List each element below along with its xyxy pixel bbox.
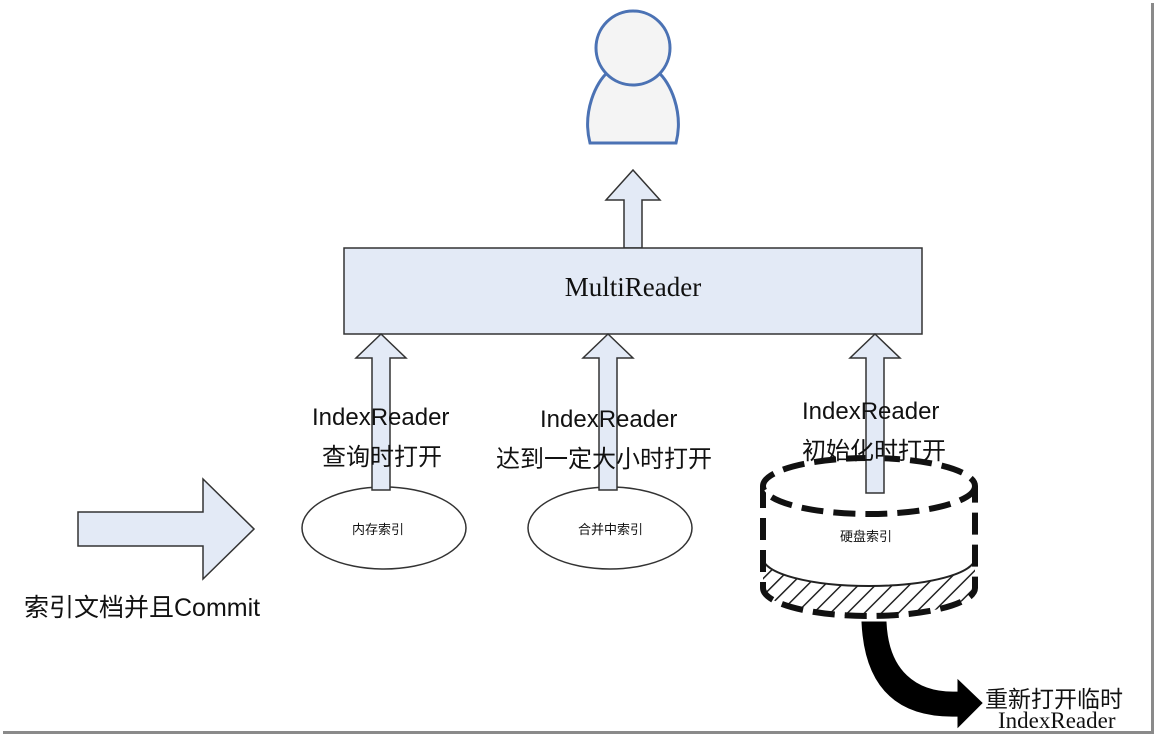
reopen-label-line2: IndexReader: [998, 708, 1116, 733]
page-frame: [3, 3, 1154, 734]
disk-index-label: 硬盘索引: [840, 529, 893, 544]
arrow-merging-to-multireader: [581, 332, 635, 491]
multireader-label: MultiReader: [564, 272, 702, 302]
reopen-label-line1: 重新打开临时: [985, 686, 1123, 712]
disk-index-cylinder: [760, 455, 978, 619]
memory-index-label: 内存索引: [352, 522, 405, 537]
reader-title-disk: IndexReader: [802, 398, 940, 425]
commit-arrow: [77, 477, 256, 581]
reader-desc-merging: 达到一定大小时打开: [496, 446, 712, 473]
commit-label: 索引文档并且Commit: [24, 594, 261, 622]
merging-index-label: 合并中索引: [578, 522, 644, 537]
arrow-multireader-to-user: [604, 168, 662, 249]
reader-title-memory: IndexReader: [312, 404, 450, 431]
reader-title-merging: IndexReader: [540, 406, 678, 433]
reader-desc-memory: 查询时打开: [322, 444, 442, 471]
multireader-box: [343, 247, 923, 335]
reader-desc-disk: 初始化时打开: [802, 438, 946, 465]
reopen-arrow: [861, 621, 983, 729]
arrow-disk-to-multireader: [848, 332, 902, 494]
user-icon: [586, 9, 680, 145]
arrow-memory-to-multireader: [354, 332, 408, 491]
